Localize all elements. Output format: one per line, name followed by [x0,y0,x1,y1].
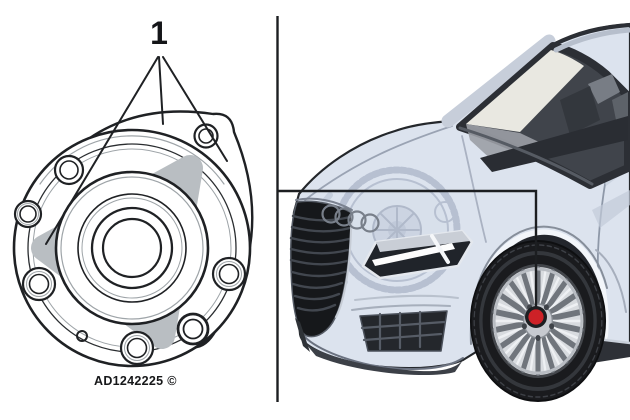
hub-location-marker [525,306,547,328]
callout-box-line [278,189,538,316]
small-pin-hole [76,330,88,342]
windshield [441,23,630,189]
callout-label: 1 [150,15,168,51]
wheel-spokes [494,266,583,373]
wheel-bolt-holes [21,154,247,366]
car-illustration [289,22,630,402]
hub-center-bore [101,217,163,279]
air-intake [359,310,448,352]
splitter-shadow [306,344,463,376]
glass-reflection [466,50,584,132]
housing-mount-holes [13,123,219,229]
brand-rings-logo [321,204,380,233]
interior-shapes [480,74,628,172]
callout-leader-lines [45,56,228,245]
lug-bolts [521,304,555,341]
cowl-line [458,126,594,186]
hub-assembly-illustration [12,56,254,368]
headlight [361,229,474,280]
drl-strip [372,243,455,266]
front-bumper [295,294,464,376]
roofline [551,23,630,47]
grille [289,197,353,338]
figure-reference-code: AD1242225 © [94,374,177,388]
